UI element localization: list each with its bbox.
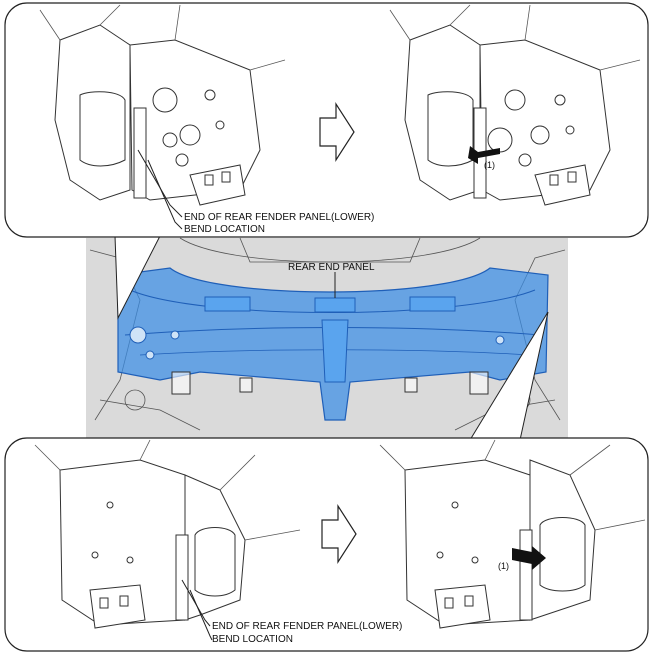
right-arrow-icon (319, 101, 355, 163)
top-end-label: END OF REAR FENDER PANEL(LOWER) (184, 212, 374, 223)
top-before-drawing (39, 4, 286, 206)
bottom-bend-label: BEND LOCATION (212, 634, 293, 645)
top-after-drawing (389, 4, 641, 206)
bottom-before-drawing (34, 439, 301, 629)
top-step-number: (1) (484, 160, 495, 170)
rear-end-panel-label: REAR END PANEL (288, 262, 375, 273)
bend-arrow-icon (512, 546, 546, 570)
right-arrow-icon (321, 503, 357, 565)
rear-end-panel (117, 267, 549, 421)
bottom-step-number: (1) (498, 561, 509, 571)
bottom-callout: END OF REAR FENDER PANEL(LOWER) BEND LOC… (4, 437, 649, 652)
bottom-end-label: END OF REAR FENDER PANEL(LOWER) (212, 621, 402, 632)
bend-arrow-icon (468, 146, 500, 164)
vehicle-rear-view: REAR END PANEL (86, 237, 568, 438)
top-bend-label: BEND LOCATION (184, 224, 265, 235)
top-callout: END OF REAR FENDER PANEL(LOWER) BEND LOC… (4, 2, 649, 238)
